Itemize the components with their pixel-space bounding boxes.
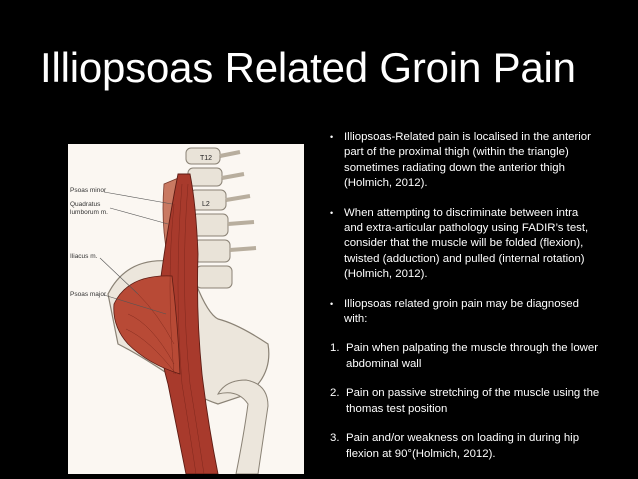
item-number: 1. (330, 342, 340, 355)
bullet-item: • When attempting to discriminate betwee… (330, 206, 600, 283)
femur-bone (216, 379, 269, 474)
bullet-item: • Illiopsoas-Related pain is localised i… (330, 130, 600, 192)
label-leader-lines (99, 191, 173, 315)
label-iliacus: Iliacus m. (70, 253, 98, 260)
label-t12: T12 (200, 155, 212, 162)
label-quadratus-2: lumborum m. (70, 209, 108, 216)
iliopsoas-anatomy-illustration: T12 L2 Psoas minor Quadratus lumborum m.… (68, 144, 304, 474)
numbered-item: 2. Pain on passive stretching of the mus… (330, 386, 600, 417)
anatomy-drawing: T12 L2 Psoas minor Quadratus lumborum m.… (70, 147, 270, 474)
numbered-item: 1. Pain when palpating the muscle throug… (330, 341, 600, 372)
bullet-dot: • (330, 132, 334, 142)
bullet-text: Illiopsoas related groin pain may be dia… (344, 297, 579, 326)
iliacus-muscle (113, 275, 181, 375)
bullet-dot: • (330, 298, 334, 309)
bullet-text: Illiopsoas-Related pain is localised in … (344, 131, 591, 190)
slide-body: • Illiopsoas-Related pain is localised i… (330, 130, 600, 476)
muscle-fibers (125, 183, 205, 474)
vertebral-column (185, 147, 257, 289)
bullet-text: When attempting to discriminate between … (344, 206, 589, 281)
numbered-item: 3. Pain and/or weakness on loading in du… (330, 431, 600, 462)
label-l2: L2 (202, 201, 210, 208)
item-number: 3. (330, 432, 340, 445)
slide-title: Illiopsoas Related Groin Pain (40, 44, 576, 91)
label-psoas-minor: Psoas minor (70, 187, 107, 194)
item-text: Pain when palpating the muscle through t… (346, 342, 599, 370)
bullet-dot: • (330, 207, 334, 218)
label-psoas-major: Psoas major (70, 291, 107, 298)
item-text: Pain and/or weakness on loading in durin… (346, 432, 580, 460)
bullet-item: • Illiopsoas related groin pain may be d… (330, 297, 600, 328)
item-number: 2. (330, 387, 340, 400)
label-quadratus-1: Quadratus (70, 201, 101, 208)
item-text: Pain on passive stretching of the muscle… (346, 387, 600, 415)
